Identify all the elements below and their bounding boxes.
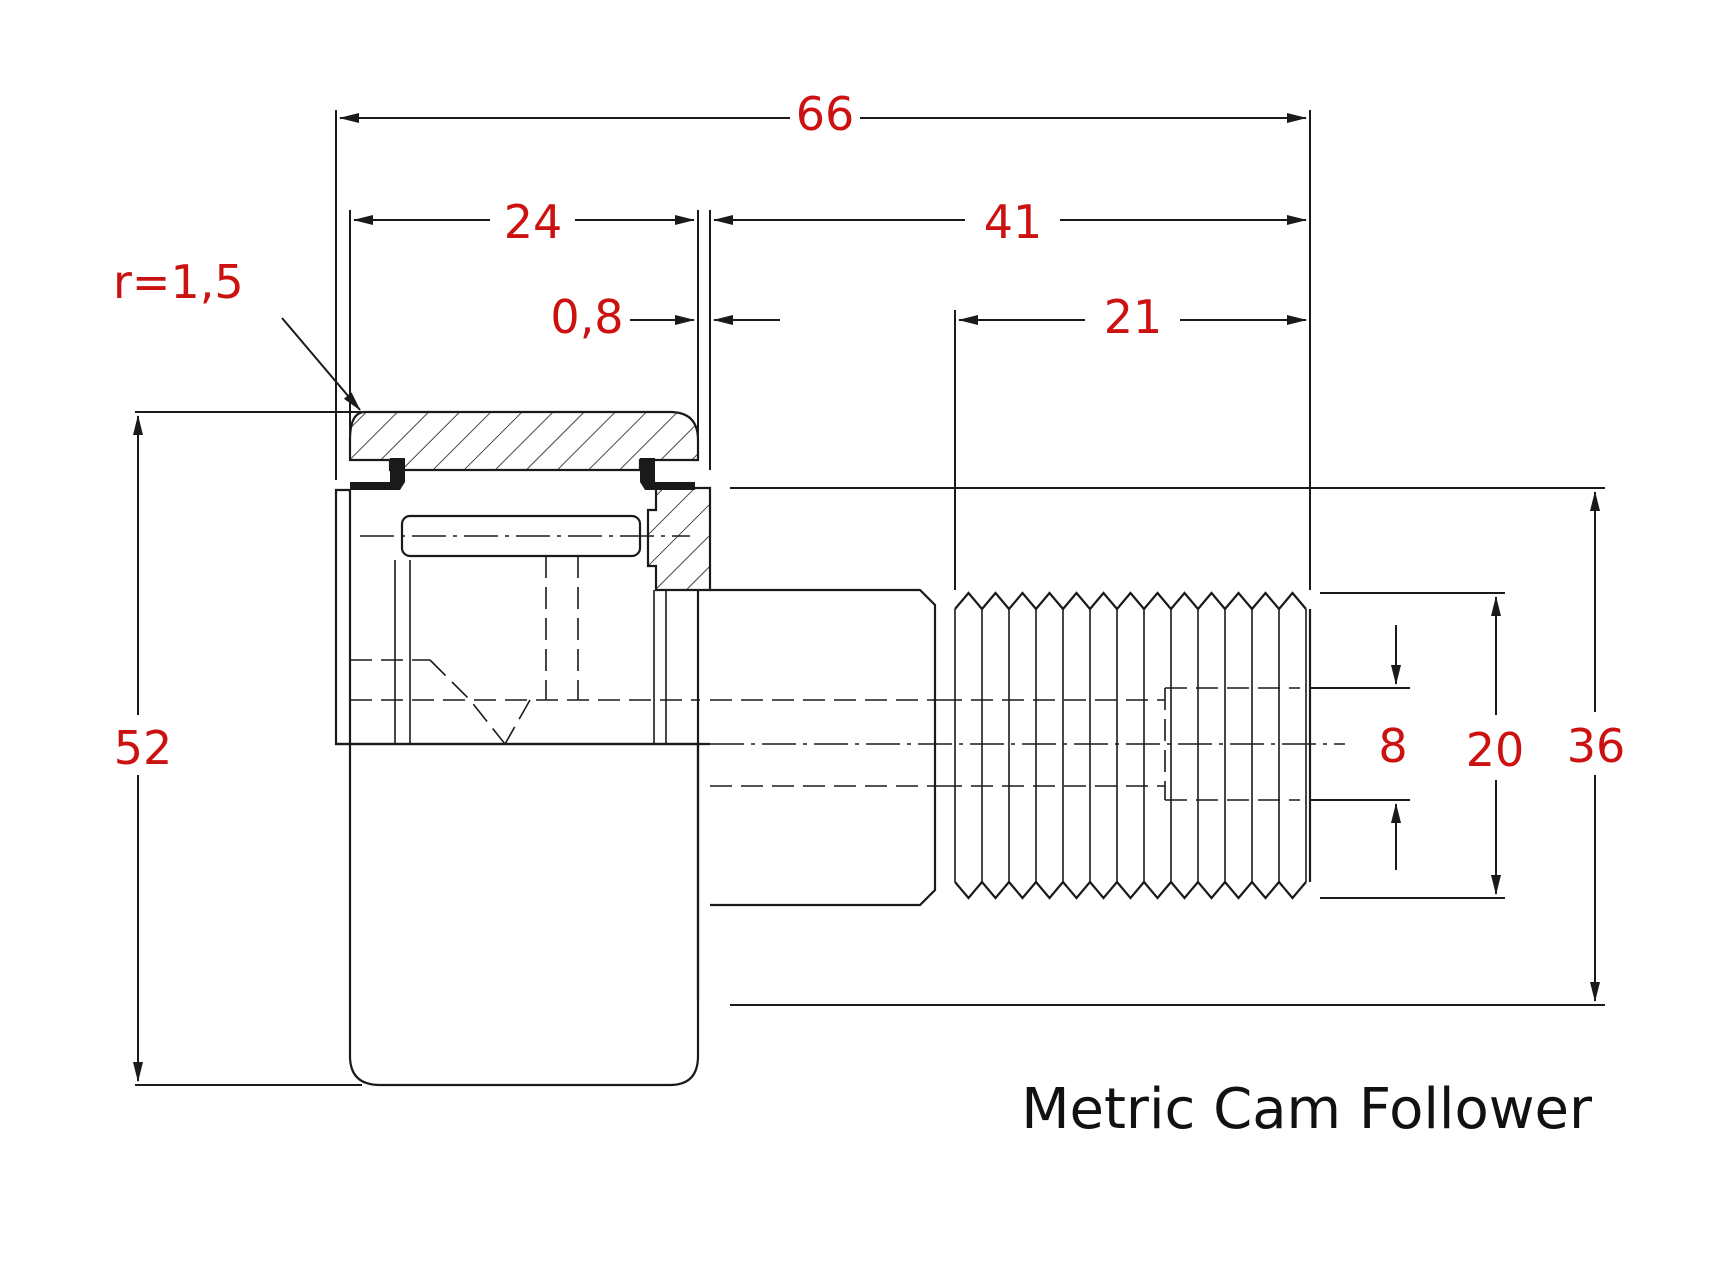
dim-overall-length: 66	[339, 87, 1307, 141]
dim-stud-length: 41	[713, 195, 1307, 249]
dim-overall-length-label: 66	[796, 87, 855, 141]
dimension-lines	[135, 110, 1605, 1086]
dim-thread-length-label: 21	[1104, 290, 1163, 344]
threaded-section	[954, 591, 1312, 900]
cam-follower-part	[334, 410, 1345, 1087]
left-seal	[350, 458, 405, 490]
stud-head	[334, 488, 352, 746]
right-seal	[640, 458, 695, 490]
dim-outer-ring-width: 24	[353, 195, 695, 249]
stud-shank	[710, 588, 937, 907]
dim-outer-diameter-label: 52	[114, 721, 173, 775]
dim-edge-radius-label: r=1,5	[113, 255, 244, 309]
dim-thread-diameter-label: 20	[1466, 723, 1525, 777]
dim-hex-socket: 8	[1378, 625, 1408, 870]
dim-hex-socket-label: 8	[1378, 719, 1407, 773]
dim-edge-radius: r=1,5	[113, 255, 361, 411]
dim-stud-length-label: 41	[984, 195, 1043, 249]
side-washer-section	[646, 486, 712, 592]
outer-ring-outline	[348, 742, 700, 1087]
dim-outer-ring-width-label: 24	[504, 195, 563, 249]
dim-thread-diameter: 20	[1466, 596, 1525, 895]
dim-gap-label: 0,8	[550, 290, 623, 344]
dim-gap: 0,8	[550, 290, 780, 344]
dim-flange-diameter: 36	[1567, 491, 1626, 1002]
dim-flange-diameter-label: 36	[1567, 719, 1626, 773]
caption: Metric Cam Follower	[1021, 1077, 1593, 1142]
dim-outer-diameter: 52	[114, 415, 173, 1082]
dim-thread-length: 21	[958, 290, 1307, 344]
